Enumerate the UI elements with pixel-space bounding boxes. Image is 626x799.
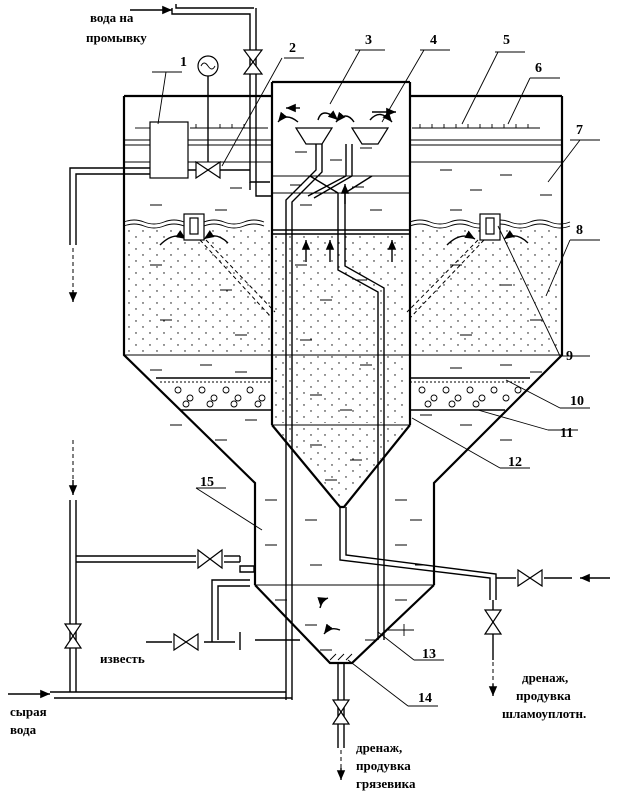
callout-1: 1 [180, 55, 187, 70]
thickener-drain-label-line2: продувка [516, 688, 571, 703]
callout-numbers: 1 2 3 4 5 6 7 8 9 10 11 12 13 14 15 [180, 33, 584, 706]
raw-water-label-line2: вода [10, 722, 37, 737]
outlet-valve[interactable] [195, 160, 221, 180]
callout-leaders [152, 49, 600, 707]
inner-pipes [285, 144, 497, 700]
sludge-regions [126, 228, 560, 503]
grit-chamber-drain [331, 663, 351, 780]
thickener-drain-label-line1: дренаж, [522, 670, 568, 685]
grit-drain-label-line3: грязевика [356, 776, 416, 791]
grit-drain-label-line1: дренаж, [356, 740, 402, 755]
callout-15: 15 [200, 475, 214, 490]
grit-drain-label-line2: продувка [356, 758, 411, 773]
callout-8: 8 [576, 223, 583, 238]
central-shaft [270, 80, 412, 509]
collection-trough-hatch [135, 124, 540, 129]
callout-5: 5 [503, 33, 510, 48]
sludge-filter-housings [183, 213, 501, 319]
raw-water-label-line1: сырая [10, 704, 47, 719]
grit-drain-valve[interactable] [331, 699, 351, 725]
lime-feed [146, 579, 300, 652]
callout-11: 11 [560, 426, 573, 441]
wash-water-pipe [130, 4, 272, 197]
bypass-valve[interactable] [63, 623, 83, 649]
grit-sensor [388, 624, 414, 636]
water-marks [150, 147, 552, 651]
shaft-cone [271, 424, 411, 509]
raw-water-inlet [8, 440, 292, 699]
treated-water-outlet [68, 55, 250, 302]
lime-valve[interactable] [173, 632, 199, 652]
text-labels: вода на промывку известь сырая вода дрен… [10, 10, 586, 791]
filter-layers [156, 377, 530, 411]
nozzle-left [294, 127, 334, 145]
side-inlet-valve[interactable] [197, 548, 223, 570]
sludge-thickener-drain [483, 568, 610, 696]
callout-14: 14 [418, 691, 432, 706]
wash-water-label-line2: промывку [86, 30, 147, 45]
lime-label: известь [100, 651, 145, 666]
wash-water-valve[interactable] [242, 49, 264, 75]
lower-cone [254, 584, 435, 665]
callout-13: 13 [422, 647, 436, 662]
collector-box [149, 121, 189, 179]
callout-4: 4 [430, 33, 437, 48]
vessel-right-wall [432, 96, 564, 585]
callout-9: 9 [566, 349, 573, 364]
thickener-drain-label-line3: шламоуплотн. [502, 706, 586, 721]
thickener-drain-valve[interactable] [483, 609, 503, 635]
filter-pebbles [174, 386, 522, 408]
grit-hatch [329, 653, 353, 661]
callout-2: 2 [289, 41, 296, 56]
callout-7: 7 [576, 123, 583, 138]
nozzle-right [350, 127, 390, 145]
wash-water-label-line1: вода на [90, 10, 134, 25]
callout-12: 12 [508, 455, 522, 470]
callout-3: 3 [365, 33, 372, 48]
callout-6: 6 [535, 61, 542, 76]
thickener-blowdown-valve[interactable] [517, 568, 543, 588]
callout-10: 10 [570, 394, 584, 409]
vessel-left-wall [122, 96, 257, 585]
distribution-nozzles [277, 103, 396, 145]
